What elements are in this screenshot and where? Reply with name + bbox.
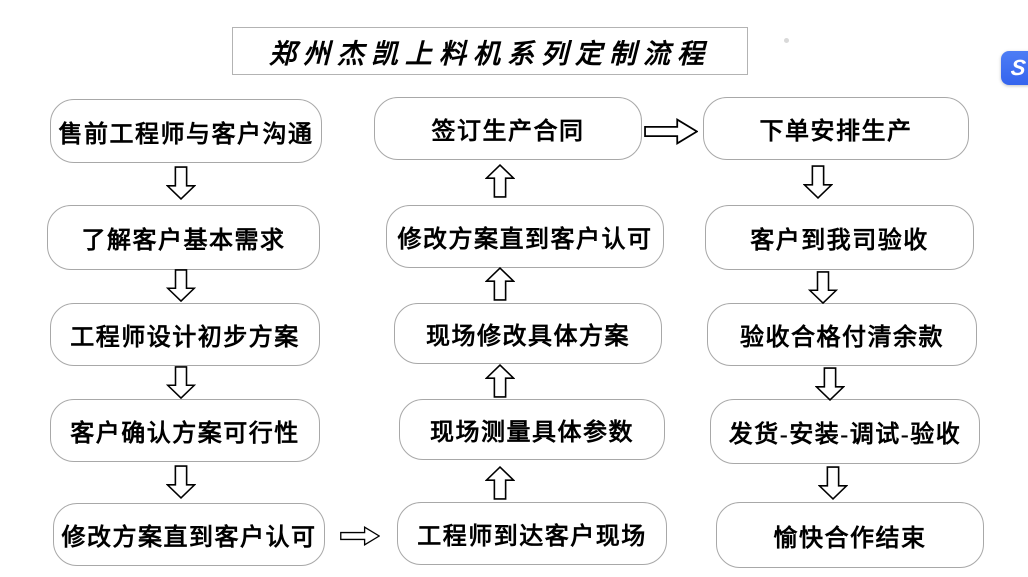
flow-node-right-1: 下单安排生产 (703, 97, 969, 160)
flow-node-middle-1: 签订生产合同 (374, 97, 642, 160)
right-arrow-icon (340, 525, 380, 547)
up-arrow-icon (485, 465, 515, 500)
up-arrow-icon (485, 364, 515, 398)
screen-capture-tool-icon[interactable]: S (1001, 51, 1028, 85)
flow-node-middle-4: 现场测量具体参数 (399, 399, 665, 460)
down-arrow-icon (818, 466, 848, 501)
badge-glyph: S (1009, 55, 1027, 80)
down-arrow-icon (166, 166, 196, 200)
flow-node-middle-2: 修改方案直到客户认可 (386, 205, 664, 268)
flow-node-left-3: 工程师设计初步方案 (50, 303, 320, 366)
stray-dot (784, 38, 789, 43)
down-arrow-icon (166, 366, 196, 399)
flow-node-left-1: 售前工程师与客户沟通 (50, 99, 322, 163)
flow-node-left-5: 修改方案直到客户认可 (53, 503, 325, 566)
up-arrow-icon (485, 163, 515, 198)
down-arrow-icon (803, 165, 833, 199)
flow-node-left-4: 客户确认方案可行性 (50, 399, 320, 462)
flowchart-title: 郑州杰凯上料机系列定制流程 (232, 27, 748, 75)
flow-node-right-5: 愉快合作结束 (716, 502, 984, 568)
flow-node-right-3: 验收合格付清余款 (707, 303, 977, 366)
right-arrow-icon (644, 118, 698, 145)
down-arrow-icon (815, 367, 845, 401)
flow-node-middle-3: 现场修改具体方案 (394, 303, 662, 364)
down-arrow-icon (166, 465, 196, 500)
down-arrow-icon (166, 269, 196, 302)
down-arrow-icon (808, 271, 838, 304)
flow-node-left-2: 了解客户基本需求 (47, 205, 320, 270)
flow-node-middle-5: 工程师到达客户现场 (397, 502, 667, 565)
flow-node-right-4: 发货-安装-调试-验收 (710, 399, 980, 464)
up-arrow-icon (485, 267, 515, 301)
flow-node-right-2: 客户到我司验收 (705, 205, 974, 270)
